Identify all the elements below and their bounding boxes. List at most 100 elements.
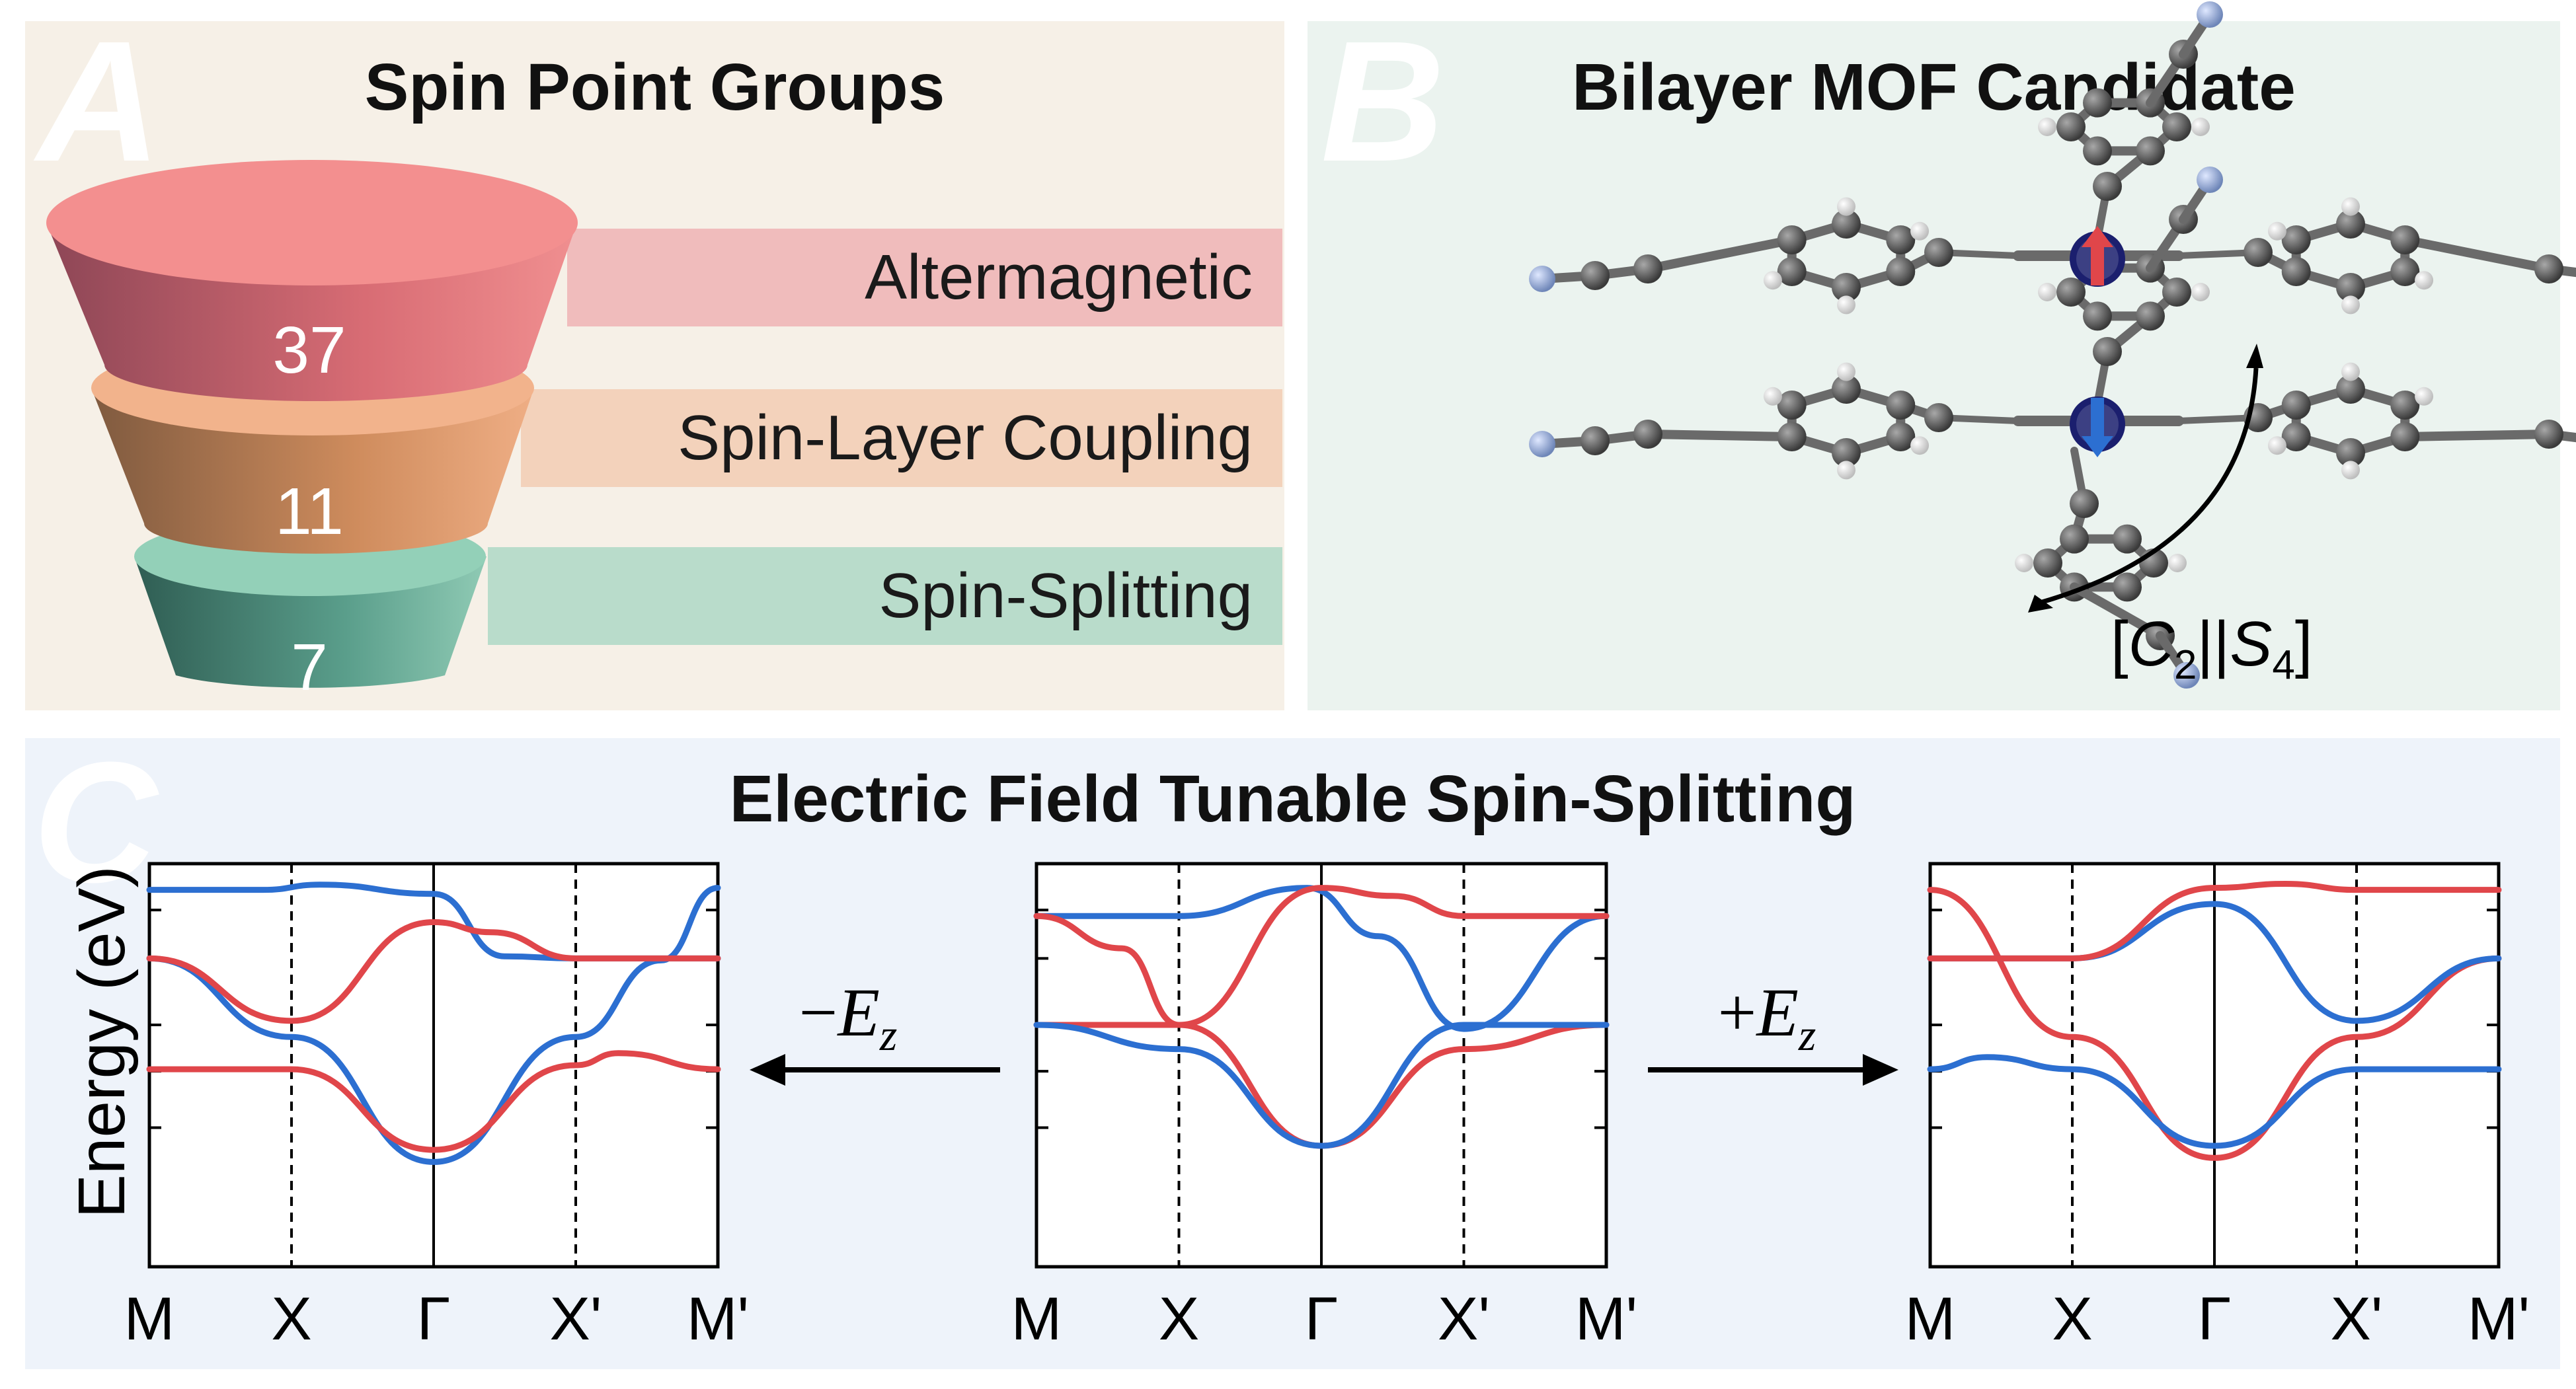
carbon-atom xyxy=(2336,438,2365,467)
panel-a-title: Spin Point Groups xyxy=(364,50,945,124)
nitrogen-atom xyxy=(1529,431,1555,457)
spin-down-arrow xyxy=(2082,398,2113,457)
hydrogen-atom xyxy=(2267,221,2286,241)
hydrogen-atom xyxy=(1910,436,1930,455)
field-arrow-right-head xyxy=(1863,1054,1898,1086)
carbon-atom xyxy=(1777,422,1807,451)
spin-down-band xyxy=(1033,1022,1610,1149)
carbon-atom xyxy=(1886,422,1916,451)
carbon-atom xyxy=(2244,238,2273,267)
bond xyxy=(1643,430,1797,441)
hydrogen-atom xyxy=(2191,283,2210,301)
hydrogen-atom xyxy=(2341,461,2360,480)
carbon-atom xyxy=(1633,420,1662,449)
hydrogen-atom xyxy=(2168,554,2187,572)
k-point-label: Γ xyxy=(417,1285,451,1353)
k-point-label: M' xyxy=(2468,1285,2530,1353)
carbon-atom xyxy=(1777,225,1807,254)
carbon-atom xyxy=(2083,88,2112,118)
carbon-atom xyxy=(2136,136,2165,166)
hydrogen-atom xyxy=(2341,295,2360,315)
hydrogen-atom xyxy=(2038,283,2056,301)
hydrogen-atom xyxy=(2191,118,2210,136)
hydrogen-atom xyxy=(2015,554,2033,572)
carbon-atom xyxy=(1832,375,1861,404)
spin-down-band xyxy=(1033,885,1610,1032)
hydrogen-atom xyxy=(1910,221,1930,241)
field-arrow-left-head xyxy=(750,1054,785,1086)
k-point-label: M xyxy=(1011,1285,1062,1353)
spin-up-band xyxy=(146,1050,721,1153)
carbon-atom xyxy=(2070,489,2099,518)
mof-structure xyxy=(1529,1,2576,689)
carbon-atom xyxy=(2281,422,2311,451)
k-point-label: M' xyxy=(1575,1285,1637,1353)
carbon-atom xyxy=(2336,273,2365,302)
rotation-arrow-head-top xyxy=(2246,344,2263,368)
ribbon-altermagnetic: Altermagnetic xyxy=(567,229,1282,326)
hydrogen-atom xyxy=(1837,362,1855,381)
k-point-label: X' xyxy=(1438,1285,1490,1353)
panel-c-letter: C xyxy=(33,727,157,919)
k-point-label: M xyxy=(124,1285,175,1353)
nitrogen-atom xyxy=(2173,662,2200,689)
carbon-atom xyxy=(2093,337,2122,366)
carbon-atom xyxy=(1886,391,1916,420)
spin-up-arrow xyxy=(2082,226,2113,285)
k-point-label: Γ xyxy=(2198,1285,2232,1353)
panel-c: C Electric Field Tunable Spin-Splitting … xyxy=(25,727,2560,1369)
carbon-atom xyxy=(2534,420,2563,449)
k-point-label: X' xyxy=(2331,1285,2383,1353)
panel-b: B Bilayer MOF Candidate [C2||S4] xyxy=(1308,1,2576,710)
spin-up-band xyxy=(146,919,721,1024)
carbon-atom xyxy=(2162,278,2191,307)
carbon-atom xyxy=(2056,112,2086,141)
k-point-label: Γ xyxy=(1305,1285,1339,1353)
k-point-label: M' xyxy=(687,1285,749,1353)
carbon-atom xyxy=(2534,254,2563,283)
k-point-label: X xyxy=(1159,1285,1199,1353)
carbon-atom xyxy=(2390,391,2420,420)
carbon-atom xyxy=(1777,257,1807,286)
carbon-atom xyxy=(2336,209,2365,239)
tier-1-count: 37 xyxy=(272,313,346,387)
spin-up-band xyxy=(1927,880,2502,961)
carbon-atom xyxy=(2113,572,2142,602)
tier-2-count: 11 xyxy=(275,474,344,548)
spin-up-band xyxy=(1033,885,1610,1028)
carbon-atom xyxy=(1581,261,1610,290)
carbon-atom xyxy=(2113,524,2142,554)
band-plot-2: M X Γ X' M' xyxy=(1011,862,1637,1353)
carbon-atom xyxy=(1886,225,1916,254)
carbon-atom xyxy=(2281,257,2311,286)
k-point-label: X' xyxy=(550,1285,602,1353)
ribbon-label: Altermagnetic xyxy=(865,242,1253,313)
hydrogen-atom xyxy=(1837,461,1855,480)
y-axis-label: Energy (eV) xyxy=(65,866,139,1219)
carbon-atom xyxy=(2093,172,2122,201)
hydrogen-atom xyxy=(2038,118,2056,136)
carbon-atom xyxy=(2060,524,2089,554)
tier-cylinders xyxy=(46,160,578,688)
hydrogen-atom xyxy=(1837,197,1855,216)
hydrogen-atom xyxy=(2415,271,2434,290)
field-label-right: +Ez xyxy=(1718,975,1816,1060)
carbon-atom xyxy=(2336,375,2365,404)
carbon-atom xyxy=(2033,548,2062,578)
carbon-atom xyxy=(1777,391,1807,420)
hydrogen-atom xyxy=(2341,362,2360,381)
hydrogen-atom xyxy=(1763,271,1782,290)
hydrogen-atom xyxy=(2341,197,2360,216)
carbon-atom xyxy=(2390,225,2420,254)
symmetry-label: [C2||S4] xyxy=(2111,609,2313,688)
hydrogen-atom xyxy=(2415,387,2434,406)
k-point-label: X xyxy=(271,1285,311,1353)
panel-a-letter: A xyxy=(37,6,161,198)
carbon-atom xyxy=(2083,301,2112,331)
rotation-arrow-head-bottom xyxy=(2028,595,2053,613)
carbon-atom xyxy=(1924,238,1953,267)
carbon-atom xyxy=(1886,257,1916,286)
ribbon-spin-layer-coupling: Spin-Layer Coupling xyxy=(521,389,1282,487)
rotation-arrow xyxy=(2039,367,2259,605)
